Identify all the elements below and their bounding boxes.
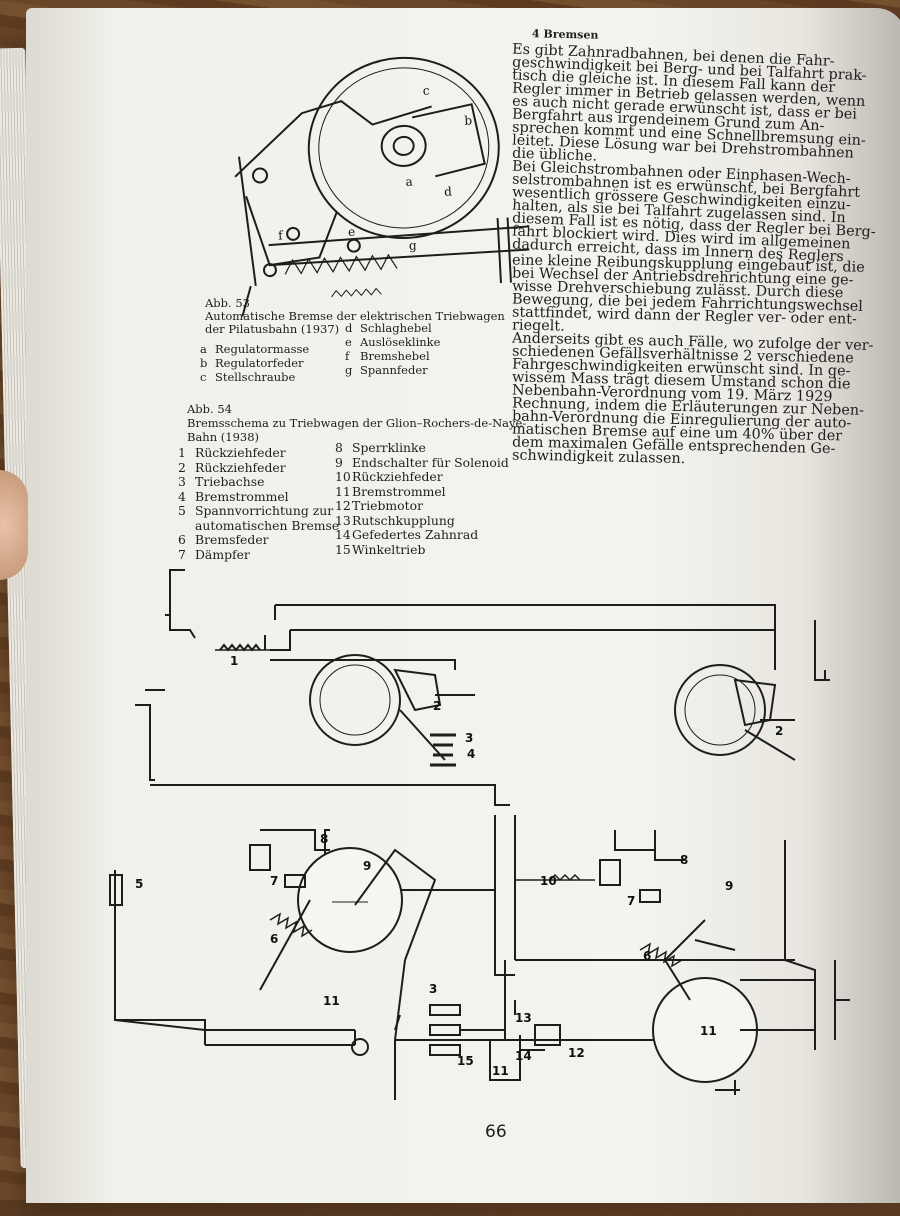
fig54-legend-key: 2 [178, 459, 186, 475]
fig54-brake-schematic: 1 2 3 4 2 5 8 9 7 10 8 9 7 6 11 6 11 3 1… [109, 569, 850, 1100]
thumb [0, 470, 28, 580]
fig53-label-d: d [444, 184, 453, 198]
schematic-label-4: 4 [467, 747, 475, 761]
fig54-legend-text: Dämpfer [195, 546, 250, 562]
fig54-caption-title-cont: Bahn (1938) [187, 430, 260, 444]
fig53-legend-key: e [345, 335, 352, 349]
fig54-legend-key: 11 [335, 483, 351, 499]
fig53-legend-key: c [200, 370, 207, 384]
fig54-legend-text: Bremstrommel [352, 483, 446, 499]
fig53-legend-text: Regulatormasse [215, 342, 310, 356]
fig53-label-e: e [348, 225, 356, 239]
schematic-label-6a: 6 [270, 932, 278, 946]
fig54-legend-text: Spannvorrichtung zur [195, 503, 334, 518]
fig54-legend-key: 12 [335, 498, 351, 513]
fig54-legend-text: Rückziehfeder [352, 469, 443, 484]
fig54-legend-text: Rutschkupplung [352, 512, 455, 528]
fig54-legend-text: Bremstrommel [195, 488, 289, 504]
fig54-legend-key: 15 [335, 541, 351, 557]
fig53-label-f: f [278, 228, 285, 242]
schematic-label-13: 13 [515, 1011, 532, 1025]
fig54-legend-key: 3 [178, 474, 186, 489]
fig54-caption-title: Bremsschema zu Triebwagen der Glion–Roch… [187, 416, 527, 430]
fig54-legend-text: Bremsfeder [195, 532, 269, 547]
fig53-label-g: g [409, 238, 418, 252]
fig54-legend-text: Sperrklinke [352, 440, 426, 455]
fig54-legend-text: Rückziehfeder [195, 459, 286, 475]
schematic-label-12: 12 [568, 1046, 585, 1060]
schematic-label-7b: 7 [627, 894, 635, 908]
page-number: 66 [485, 1122, 507, 1142]
fig54-legend-key: 8 [335, 440, 343, 455]
page-header: 4 Bremsen [531, 27, 599, 42]
fig53-legend-text: Auslöseklinke [360, 335, 441, 349]
fig54-legend-text: Winkeltrieb [352, 541, 426, 557]
schematic-label-11c: 11 [492, 1064, 509, 1078]
schematic-label-2b: 2 [775, 724, 783, 738]
fig54-legend-key: 1 [178, 445, 186, 460]
fig53-legend-key: a [200, 342, 207, 356]
fig54-legend-key: 7 [178, 546, 186, 562]
fig53-legend-text: Spannfeder [360, 363, 428, 377]
fig53-legend-key: d [345, 321, 353, 335]
fig54-legend-key: 13 [335, 512, 351, 528]
fig53-label-c: c [422, 84, 430, 98]
fig54-legend-text: Triebachse [195, 474, 265, 489]
fig54-legend-key: 6 [178, 532, 186, 547]
schematic-label-2a: 2 [433, 699, 441, 713]
schematic-label-1: 1 [230, 654, 238, 668]
schematic-label-6b: 6 [643, 949, 651, 963]
fig53-legend-text: Schlaghebel [360, 321, 432, 335]
schematic-label-10: 10 [540, 874, 557, 888]
schematic-label-11a: 11 [323, 994, 340, 1008]
schematic-label-8a: 8 [320, 832, 328, 846]
fig53-legend-text: Regulatorfeder [215, 356, 304, 370]
schematic-label-3a: 3 [465, 731, 473, 745]
fig54-legend-text: automatischen Bremse [195, 517, 340, 533]
fig54-legend-key: 9 [335, 454, 343, 470]
schematic-label-5: 5 [135, 877, 143, 891]
schematic-label-9b: 9 [725, 879, 733, 893]
fig54-legend-key: 5 [178, 503, 186, 518]
schematic-label-8b: 8 [680, 853, 688, 867]
fig54-legend-key: 14 [335, 527, 351, 542]
fig53-label-b: b [464, 113, 473, 127]
fig53-legend-text: Bremshebel [360, 349, 430, 363]
fig54-legend-text: Gefedertes Zahnrad [352, 527, 479, 542]
fig53-legend-key: f [345, 349, 350, 363]
fig53-legend-text: Stellschraube [215, 370, 296, 384]
fig53-caption-number: Abb. 53 [205, 296, 250, 310]
schematic-label-14: 14 [515, 1049, 532, 1063]
fig54-legend-key: 4 [178, 488, 186, 504]
schematic-label-3b: 3 [429, 982, 437, 996]
fig54-legend-text: Rückziehfeder [195, 445, 286, 460]
schematic-label-7a: 7 [270, 874, 278, 888]
fig53-caption-title: Automatische Bremse der elektrischen Tri… [205, 309, 505, 323]
fig54-caption-number: Abb. 54 [187, 402, 232, 416]
fig53-legend-key: b [200, 356, 208, 370]
fig54-legend-text: Endschalter für Solenoid [352, 454, 509, 470]
fig53-brake-drawing: c b d a f e g [234, 56, 530, 317]
schematic-label-11b: 11 [700, 1024, 717, 1038]
fig53-legend-key: g [345, 363, 353, 377]
fig54-legend-text: Triebmotor [352, 498, 423, 513]
schematic-label-9a: 9 [363, 859, 371, 873]
fig53-caption-title-cont: der Pilatusbahn (1937) [205, 322, 340, 336]
schematic-label-15: 15 [457, 1054, 474, 1068]
fig54-legend-key: 10 [335, 469, 351, 484]
fig53-label-a: a [405, 175, 413, 189]
body-text-column: Es gibt Zahnradbahnen, bei denen die Fah… [512, 41, 876, 467]
